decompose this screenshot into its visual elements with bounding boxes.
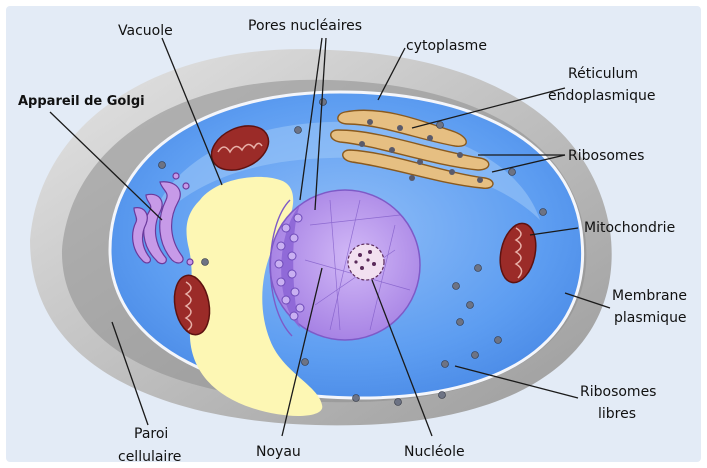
label-pores-nucleaires: Pores nucléaires (248, 18, 362, 34)
label-ribosomes-libres-line1: Ribosomes (580, 384, 656, 400)
label-reticulum-line1: Réticulum (568, 66, 638, 82)
label-membrane-line1: Membrane (612, 288, 687, 304)
label-mitochondrie: Mitochondrie (584, 220, 675, 236)
label-ribosomes-libres-line2: libres (598, 406, 636, 422)
label-membrane-line2: plasmique (614, 310, 687, 326)
nucleus (270, 190, 420, 340)
label-paroi-line2: cellulaire (118, 449, 181, 465)
label-paroi-line1: Paroi (134, 426, 168, 442)
label-noyau: Noyau (256, 444, 301, 460)
label-nucleole: Nucléole (404, 444, 465, 460)
label-reticulum-line2: endoplasmique (548, 88, 656, 104)
label-ribosomes: Ribosomes (568, 148, 644, 164)
nucleolus (348, 244, 384, 280)
label-cytoplasme: cytoplasme (406, 38, 487, 54)
label-vacuole: Vacuole (118, 23, 173, 39)
label-golgi: Appareil de Golgi (18, 94, 145, 109)
